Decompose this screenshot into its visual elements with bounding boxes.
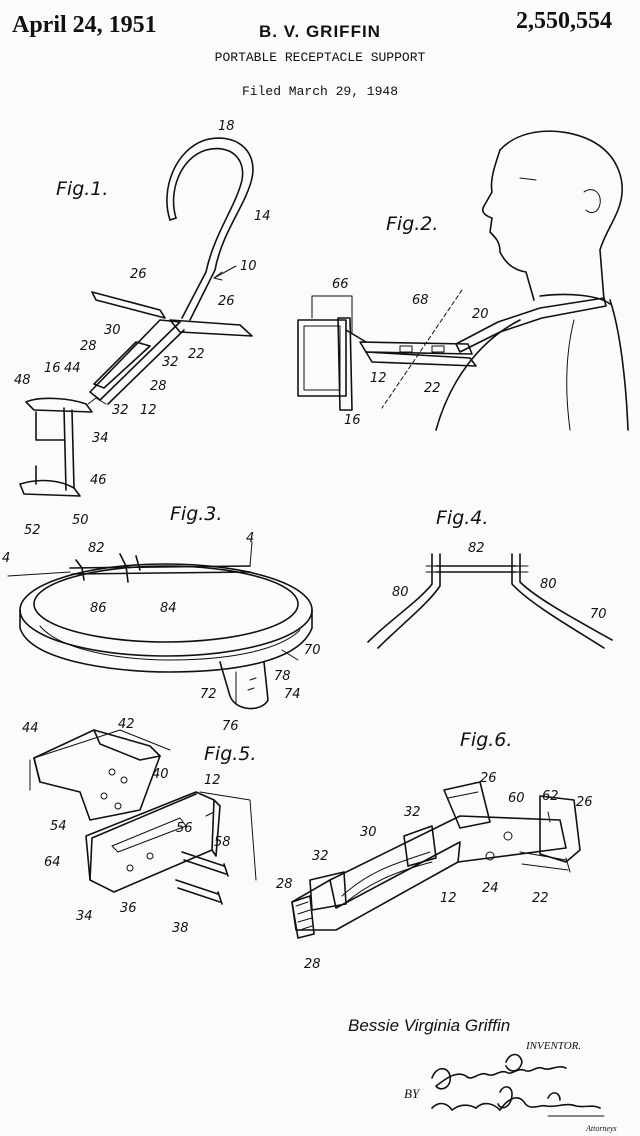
inventor-header: B. V. GRIFFIN <box>259 22 381 41</box>
figure-1-drawing <box>19 137 254 497</box>
ref-label: 4 <box>246 531 254 546</box>
ref-label: 32 <box>162 355 179 370</box>
figure-4-label: Fig.4. <box>436 507 488 529</box>
ref-label: 32 <box>312 849 329 864</box>
ref-label: 12 <box>204 773 221 788</box>
ref-label: 4 <box>2 551 10 566</box>
attorney-signature <box>431 1053 605 1117</box>
ref-label: 34 <box>92 431 109 446</box>
figure-3-label: Fig.3. <box>170 503 222 525</box>
ref-label: 80 <box>540 577 557 592</box>
ref-label: 50 <box>72 513 89 528</box>
ref-label: 68 <box>412 293 429 308</box>
ref-label: 44 <box>64 361 81 376</box>
figure-6-label: Fig.6. <box>460 729 512 751</box>
ref-label: 16 <box>44 361 61 376</box>
ref-label: 48 <box>14 373 31 388</box>
figure-6-drawing <box>291 781 581 939</box>
ref-label: 64 <box>44 855 61 870</box>
figure-1-refs: 18 14 10 26 26 28 30 32 22 28 16 44 48 3… <box>14 119 271 538</box>
ref-label: 60 <box>508 791 525 806</box>
ref-label: 26 <box>218 294 235 309</box>
ref-label: 36 <box>120 901 137 916</box>
by-label: BY <box>404 1086 420 1101</box>
ref-label: 22 <box>424 381 441 396</box>
figure-3-drawing <box>7 541 313 710</box>
patent-title: PORTABLE RECEPTACLE SUPPORT <box>214 50 426 65</box>
patent-number: 2,550,554 <box>516 8 612 34</box>
ref-label: 44 <box>22 721 39 736</box>
figure-4-drawing <box>367 553 613 649</box>
ref-label: 12 <box>440 891 457 906</box>
ref-label: 58 <box>214 835 231 850</box>
ref-label: 62 <box>542 789 559 804</box>
ref-label: 14 <box>254 209 271 224</box>
ref-label: 42 <box>118 717 135 732</box>
ref-label: 18 <box>218 119 235 134</box>
ref-label: 52 <box>24 523 41 538</box>
ref-label: 28 <box>80 339 97 354</box>
ref-label: 66 <box>332 277 349 292</box>
ref-label: 38 <box>172 921 189 936</box>
ref-label: 12 <box>370 371 387 386</box>
ref-label: 56 <box>176 821 193 836</box>
ref-label: 82 <box>88 541 105 556</box>
figure-5-label: Fig.5. <box>204 743 256 765</box>
ref-label: 22 <box>188 347 205 362</box>
ref-label: 46 <box>90 473 107 488</box>
ref-label: 26 <box>480 771 497 786</box>
figure-5-refs: 44 42 40 12 54 56 58 64 34 36 38 <box>22 717 231 936</box>
ref-label: 74 <box>284 687 301 702</box>
ref-label: 76 <box>222 719 239 734</box>
figure-1-label: Fig.1. <box>56 178 108 200</box>
ref-label: 20 <box>472 307 489 322</box>
ref-label: 54 <box>50 819 67 834</box>
ref-label: 32 <box>404 805 421 820</box>
ref-label: 24 <box>482 881 499 896</box>
ref-label: 30 <box>360 825 377 840</box>
ref-label: 34 <box>76 909 93 924</box>
ref-label: 86 <box>90 601 107 616</box>
ref-label: 78 <box>274 669 291 684</box>
ref-label: 28 <box>150 379 167 394</box>
ref-label: 70 <box>304 643 321 658</box>
inventor-name: Bessie Virginia Griffin <box>348 1016 511 1035</box>
figure-2-refs: 66 68 20 12 22 16 <box>332 277 489 428</box>
ref-label: 32 <box>112 403 129 418</box>
ref-label: 12 <box>140 403 157 418</box>
figure-6-refs: 26 32 60 62 26 30 32 28 12 24 22 28 <box>276 771 593 972</box>
ref-label: 16 <box>344 413 361 428</box>
filed-date: Filed March 29, 1948 <box>241 84 399 99</box>
ref-label: 72 <box>200 687 217 702</box>
ref-label: 26 <box>130 267 147 282</box>
ref-label: 10 <box>240 259 257 274</box>
ref-label: 70 <box>590 607 607 622</box>
ref-label: 80 <box>392 585 409 600</box>
ref-label: 84 <box>160 601 177 616</box>
ref-label: 22 <box>532 891 549 906</box>
attorneys-label: Attorneys <box>586 1124 617 1133</box>
patent-date: April 24, 1951 <box>12 12 157 38</box>
figure-4-refs: 82 80 80 70 <box>392 541 607 622</box>
figure-5-drawing <box>29 729 257 905</box>
figure-2-drawing <box>297 130 629 431</box>
figure-3-refs: 82 4 4 86 84 70 78 74 72 76 <box>2 531 321 734</box>
ref-label: 30 <box>104 323 121 338</box>
ref-label: 28 <box>276 877 293 892</box>
ref-label: 26 <box>576 795 593 810</box>
ref-label: 82 <box>468 541 485 556</box>
figure-2-label: Fig.2. <box>386 213 438 235</box>
ref-label: 40 <box>152 767 169 782</box>
ref-label: 28 <box>304 957 321 972</box>
inventor-label: INVENTOR. <box>526 1040 582 1052</box>
